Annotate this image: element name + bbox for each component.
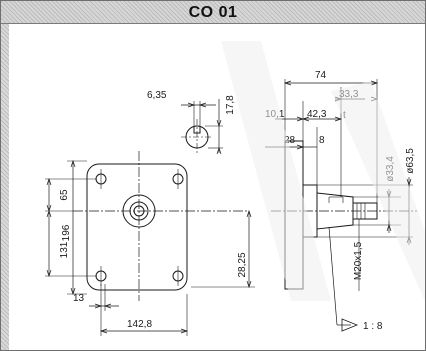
- dimension-65-131: 65 131: [45, 177, 97, 278]
- dim-74-label: 74: [315, 70, 327, 81]
- dim-131-label: 131: [59, 241, 70, 258]
- dim-28-25-label: 28,25: [237, 252, 248, 277]
- flange-front-view: [73, 151, 249, 301]
- hatched-border: [1, 24, 9, 350]
- dim-m20-label: M20x1,5: [353, 241, 364, 280]
- dim-65-label: 65: [59, 189, 70, 201]
- dimension-diameters: ø33,4 ø63,5: [317, 148, 416, 245]
- part-code-title: CO 01: [188, 4, 238, 21]
- dim-phi-33-4-label: ø33,4: [385, 156, 396, 182]
- dim-142-8-label: 142,8: [127, 319, 152, 330]
- dim-6-35-label: 6,35: [147, 90, 167, 101]
- dim-phi-63-5-label: ø63,5: [405, 148, 416, 174]
- dim-8-label: 8: [319, 135, 325, 146]
- dimension-33-3: 33,3: [334, 87, 379, 197]
- thread-callout: M20x1,5: [353, 219, 364, 291]
- title-bar: CO 01: [1, 1, 425, 24]
- dim-13-label: 13: [73, 293, 85, 304]
- dim-42-3-label: 42,3: [307, 109, 327, 120]
- flange-outline: [86, 163, 188, 291]
- dim-196-label: 196: [61, 224, 72, 241]
- dimension-28-8: 28 8: [265, 135, 325, 150]
- dim-17-8-label: 17,8: [225, 95, 236, 115]
- dimension-74: 74: [283, 70, 379, 86]
- shaft-key-detail: 6,35 17,8: [147, 90, 236, 155]
- dimension-13-142-8: 13 142,8: [73, 284, 189, 336]
- dimension-196: 196: [61, 159, 87, 296]
- taper-symbol-icon: [341, 318, 359, 332]
- taper-ratio-label: 1 : 8: [363, 321, 383, 332]
- flange-side: [284, 140, 304, 290]
- dimension-10-1-42-3: 10,1 42,3 t: [265, 109, 346, 122]
- dim-33-3-label: 33,3: [339, 89, 359, 100]
- dim-t-label: t: [343, 110, 346, 121]
- dimension-28-25: 28,25: [191, 209, 255, 289]
- dim-28-label: 28: [284, 135, 296, 146]
- dim-10-1-label: 10,1: [265, 109, 285, 120]
